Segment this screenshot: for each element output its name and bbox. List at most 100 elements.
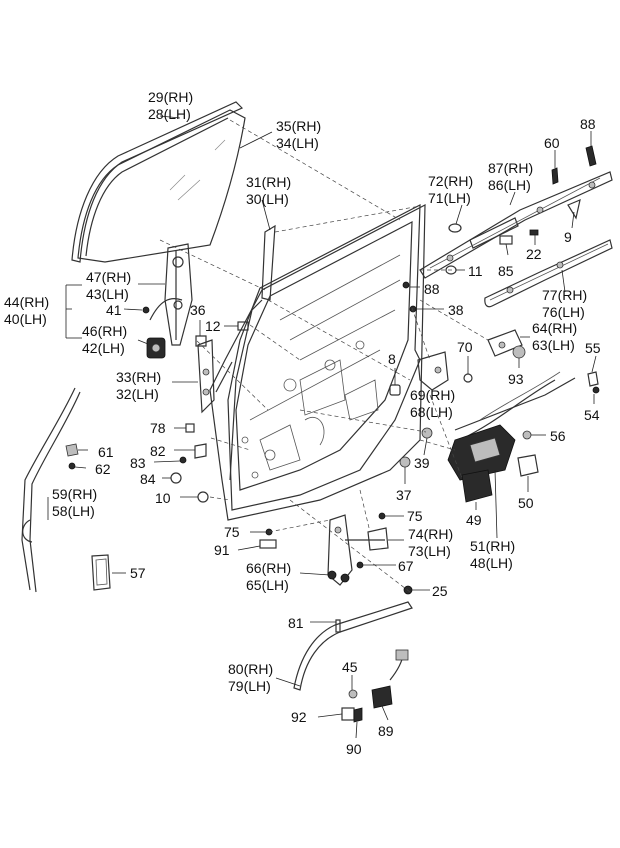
upper-roller <box>448 223 462 233</box>
inside-handle <box>487 329 523 357</box>
label-63: 63(LH) <box>532 337 575 353</box>
label-84: 84 <box>140 471 156 487</box>
label-69: 69(RH) <box>410 387 455 403</box>
label-11: 11 <box>468 263 483 279</box>
bolt-81 <box>335 619 341 633</box>
part-25 <box>403 585 413 595</box>
part-78 <box>185 423 195 433</box>
label-55: 55 <box>585 340 601 356</box>
label-85: 85 <box>498 263 514 279</box>
part-67 <box>356 561 364 569</box>
label-78: 78 <box>150 420 166 436</box>
label-74: 74(RH) <box>408 526 453 542</box>
window-regulator <box>146 243 193 359</box>
upper-rail-assembly <box>419 171 613 279</box>
lock-actuator <box>461 469 493 503</box>
label-8: 8 <box>388 351 396 367</box>
center-rail <box>484 239 613 308</box>
label-81: 81 <box>288 615 304 631</box>
label-40: 40(LH) <box>4 311 47 327</box>
label-79: 79(LH) <box>228 678 271 694</box>
bracket-9 <box>567 199 581 220</box>
lower-roller-arm <box>327 514 385 586</box>
label-43: 43(LH) <box>86 286 129 302</box>
part-92 <box>341 707 355 721</box>
part-83 <box>179 456 187 464</box>
label-32: 32(LH) <box>116 386 159 402</box>
label-36: 36 <box>190 302 206 318</box>
part-10 <box>197 491 209 503</box>
label-49: 49 <box>466 512 482 528</box>
part-82 <box>194 443 207 459</box>
label-28: 28(LH) <box>148 106 191 122</box>
part-54 <box>592 386 600 394</box>
bolt-88a <box>585 145 597 167</box>
label-71: 71(LH) <box>428 190 471 206</box>
label-46: 46(RH) <box>82 323 127 339</box>
label-31: 31(RH) <box>246 174 291 190</box>
label-82: 82 <box>150 443 166 459</box>
label-48: 48(LH) <box>470 555 513 571</box>
label-88a: 88 <box>580 116 596 132</box>
part-93 <box>512 345 526 359</box>
part-8 <box>389 384 401 396</box>
label-59: 59(RH) <box>52 486 97 502</box>
label-42: 42(LH) <box>82 340 125 356</box>
part-labels: 29(RH) 28(LH) 35(RH) 34(LH) 31(RH) 30(LH… <box>4 89 601 757</box>
label-29: 29(RH) <box>148 89 193 105</box>
part-56 <box>522 430 532 440</box>
label-34: 34(LH) <box>276 135 319 151</box>
label-91: 91 <box>214 542 230 558</box>
label-58: 58(LH) <box>52 503 95 519</box>
part-75b <box>378 512 386 520</box>
part-61 <box>65 443 79 457</box>
label-44: 44(RH) <box>4 294 49 310</box>
label-39: 39 <box>414 455 430 471</box>
label-9: 9 <box>564 229 572 245</box>
label-72: 72(RH) <box>428 173 473 189</box>
label-67: 67 <box>398 558 414 574</box>
part-36 <box>195 335 207 347</box>
bolt-60 <box>551 167 559 185</box>
label-50: 50 <box>518 495 534 511</box>
part-91 <box>259 539 277 549</box>
assembly-lines <box>159 119 489 593</box>
label-57: 57 <box>130 565 146 581</box>
door-inner-panel <box>227 203 421 511</box>
part-50 <box>517 454 539 477</box>
label-90: 90 <box>346 741 362 757</box>
part-39 <box>421 427 433 439</box>
label-56: 56 <box>550 428 566 444</box>
label-60: 60 <box>544 135 560 151</box>
part-57 <box>91 554 111 591</box>
label-47: 47(RH) <box>86 269 131 285</box>
part-37 <box>399 456 411 468</box>
label-10: 10 <box>155 490 171 506</box>
label-65: 65(LH) <box>246 577 289 593</box>
hinge-bracket <box>367 527 389 551</box>
lock-cylinder <box>371 649 409 709</box>
label-68: 68(LH) <box>410 404 453 420</box>
label-87: 87(RH) <box>488 160 533 176</box>
label-37: 37 <box>396 487 412 503</box>
label-93: 93 <box>508 371 524 387</box>
label-75b: 75 <box>407 508 423 524</box>
part-41 <box>142 306 150 314</box>
part-84 <box>170 472 182 484</box>
part-70 <box>463 373 473 383</box>
label-22: 22 <box>526 246 542 262</box>
label-77: 77(RH) <box>542 287 587 303</box>
label-38: 38 <box>448 302 464 318</box>
glass-run-channel <box>71 101 244 263</box>
label-66: 66(RH) <box>246 560 291 576</box>
label-92: 92 <box>291 709 307 725</box>
weatherstrip <box>21 387 81 593</box>
label-73: 73(LH) <box>408 543 451 559</box>
label-45: 45 <box>342 659 358 675</box>
latch-assembly <box>447 424 516 481</box>
label-86: 86(LH) <box>488 177 531 193</box>
label-70: 70 <box>457 339 473 355</box>
part-22 <box>529 229 539 236</box>
